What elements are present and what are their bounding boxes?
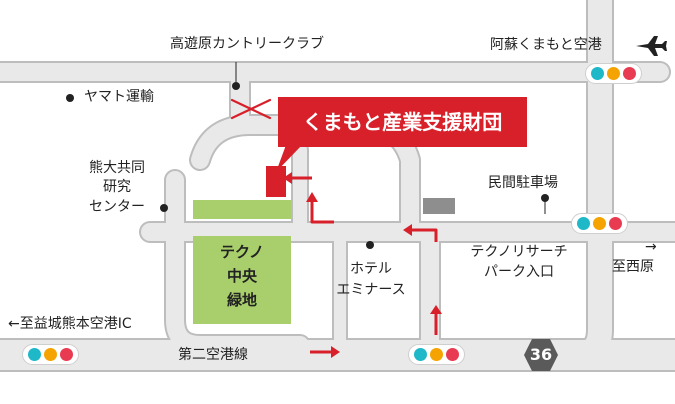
traffic-signal-icon bbox=[585, 63, 642, 84]
country-club-label: 高遊原カントリークラブ bbox=[170, 36, 324, 52]
airplane-icon bbox=[636, 36, 667, 56]
research-park-label-line2: パーク入口 bbox=[484, 264, 554, 280]
kumadai-label-line3: センター bbox=[89, 199, 145, 215]
traffic-signal-icon bbox=[571, 213, 628, 234]
traffic-signal-icon bbox=[22, 344, 79, 365]
country-club-marker bbox=[232, 82, 240, 90]
yamato-label: ヤマト運輸 bbox=[84, 89, 154, 105]
hotel-label-line1: ホテル bbox=[350, 261, 392, 277]
kumadai-label-line2: 研究 bbox=[103, 179, 131, 195]
road-name-label: 第二空港線 bbox=[178, 347, 248, 363]
yamato-marker bbox=[66, 94, 74, 102]
hotel-marker bbox=[366, 241, 374, 249]
techno-green-label-line2: 中央 bbox=[226, 267, 257, 285]
to-nishihara-label: 至西原 bbox=[612, 259, 654, 275]
parking-marker bbox=[541, 194, 549, 202]
kumadai-label-line1: 熊大共同 bbox=[89, 160, 145, 176]
to-nishihara-arrow: → bbox=[645, 239, 657, 255]
kumadai-marker bbox=[160, 204, 168, 212]
techno-green-label-line3: 緑地 bbox=[226, 291, 257, 309]
parking-label: 民間駐車場 bbox=[488, 175, 558, 191]
foundation-title: くまもと産業支援財団 bbox=[278, 97, 527, 147]
research-park-label-line1: テクノリサーチ bbox=[470, 244, 568, 260]
techno-green-area bbox=[193, 236, 291, 324]
traffic-signal-icon bbox=[408, 344, 465, 365]
airport-label: 阿蘇くまもと空港 bbox=[490, 37, 602, 53]
foundation-building bbox=[266, 166, 286, 197]
closed-x-icon bbox=[230, 98, 272, 120]
red-arrow-icon bbox=[290, 176, 438, 354]
green-strip bbox=[193, 200, 291, 219]
hotel-label-line2: エミナース bbox=[336, 282, 406, 298]
techno-green-label-line1: テクノ bbox=[219, 243, 265, 261]
parking-lot bbox=[423, 198, 455, 214]
route-shield-icon: 36 bbox=[523, 337, 559, 373]
route-number: 36 bbox=[529, 345, 553, 364]
callout-pointer bbox=[276, 145, 302, 172]
to-mashiki-label: ←至益城熊本空港IC bbox=[8, 316, 132, 332]
